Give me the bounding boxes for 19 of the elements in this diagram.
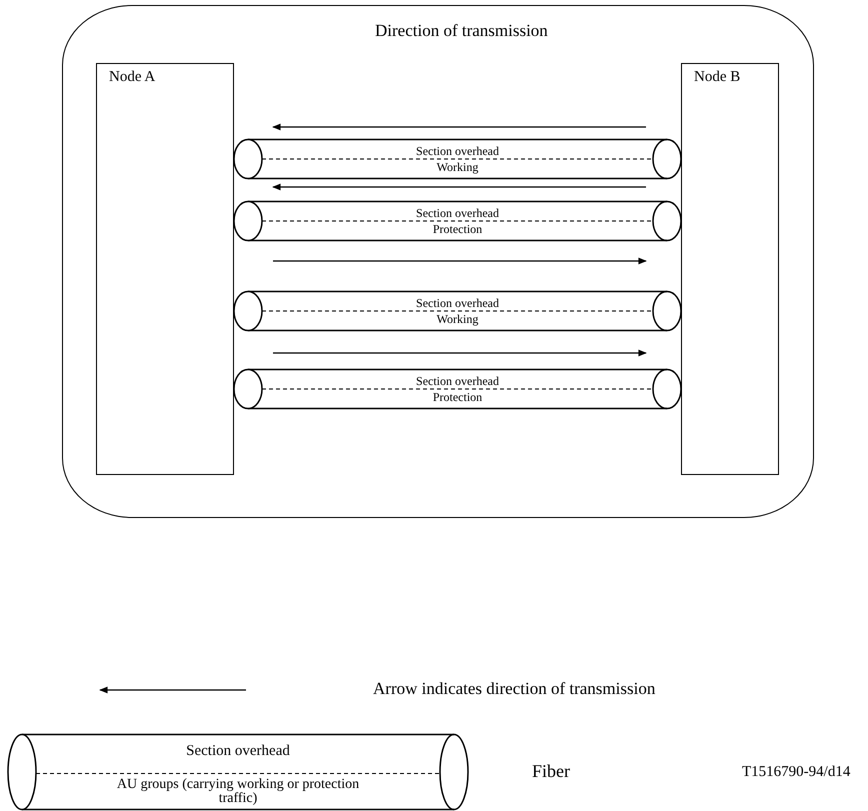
tube-label: Protection [432,223,482,236]
node-label: Node A [109,70,156,86]
tube-label: Section overhead [416,145,499,158]
tube-label: Working [436,313,478,326]
tube-label: AU groups (carrying working or protection traffic) [116,778,360,807]
tube-label: Working [436,161,478,174]
figure-reference: T1516790-94/d14 [742,765,850,781]
tube-label: Section overhead [186,744,290,760]
tube-label: Section overhead [416,207,499,220]
fiber-caption: Fiber [532,762,570,780]
node-label: Node B [694,70,740,86]
network-enclosure [62,5,814,518]
tube-label: Section overhead [416,375,499,388]
tube-label: Protection [432,391,482,404]
tube-label: Section overhead [416,297,499,310]
legend-text: Arrow indicates direction of transmission [373,680,656,698]
network-node-box [96,63,234,475]
direction-caption: Direction of transmission [375,22,548,40]
network-node-box [681,63,779,475]
